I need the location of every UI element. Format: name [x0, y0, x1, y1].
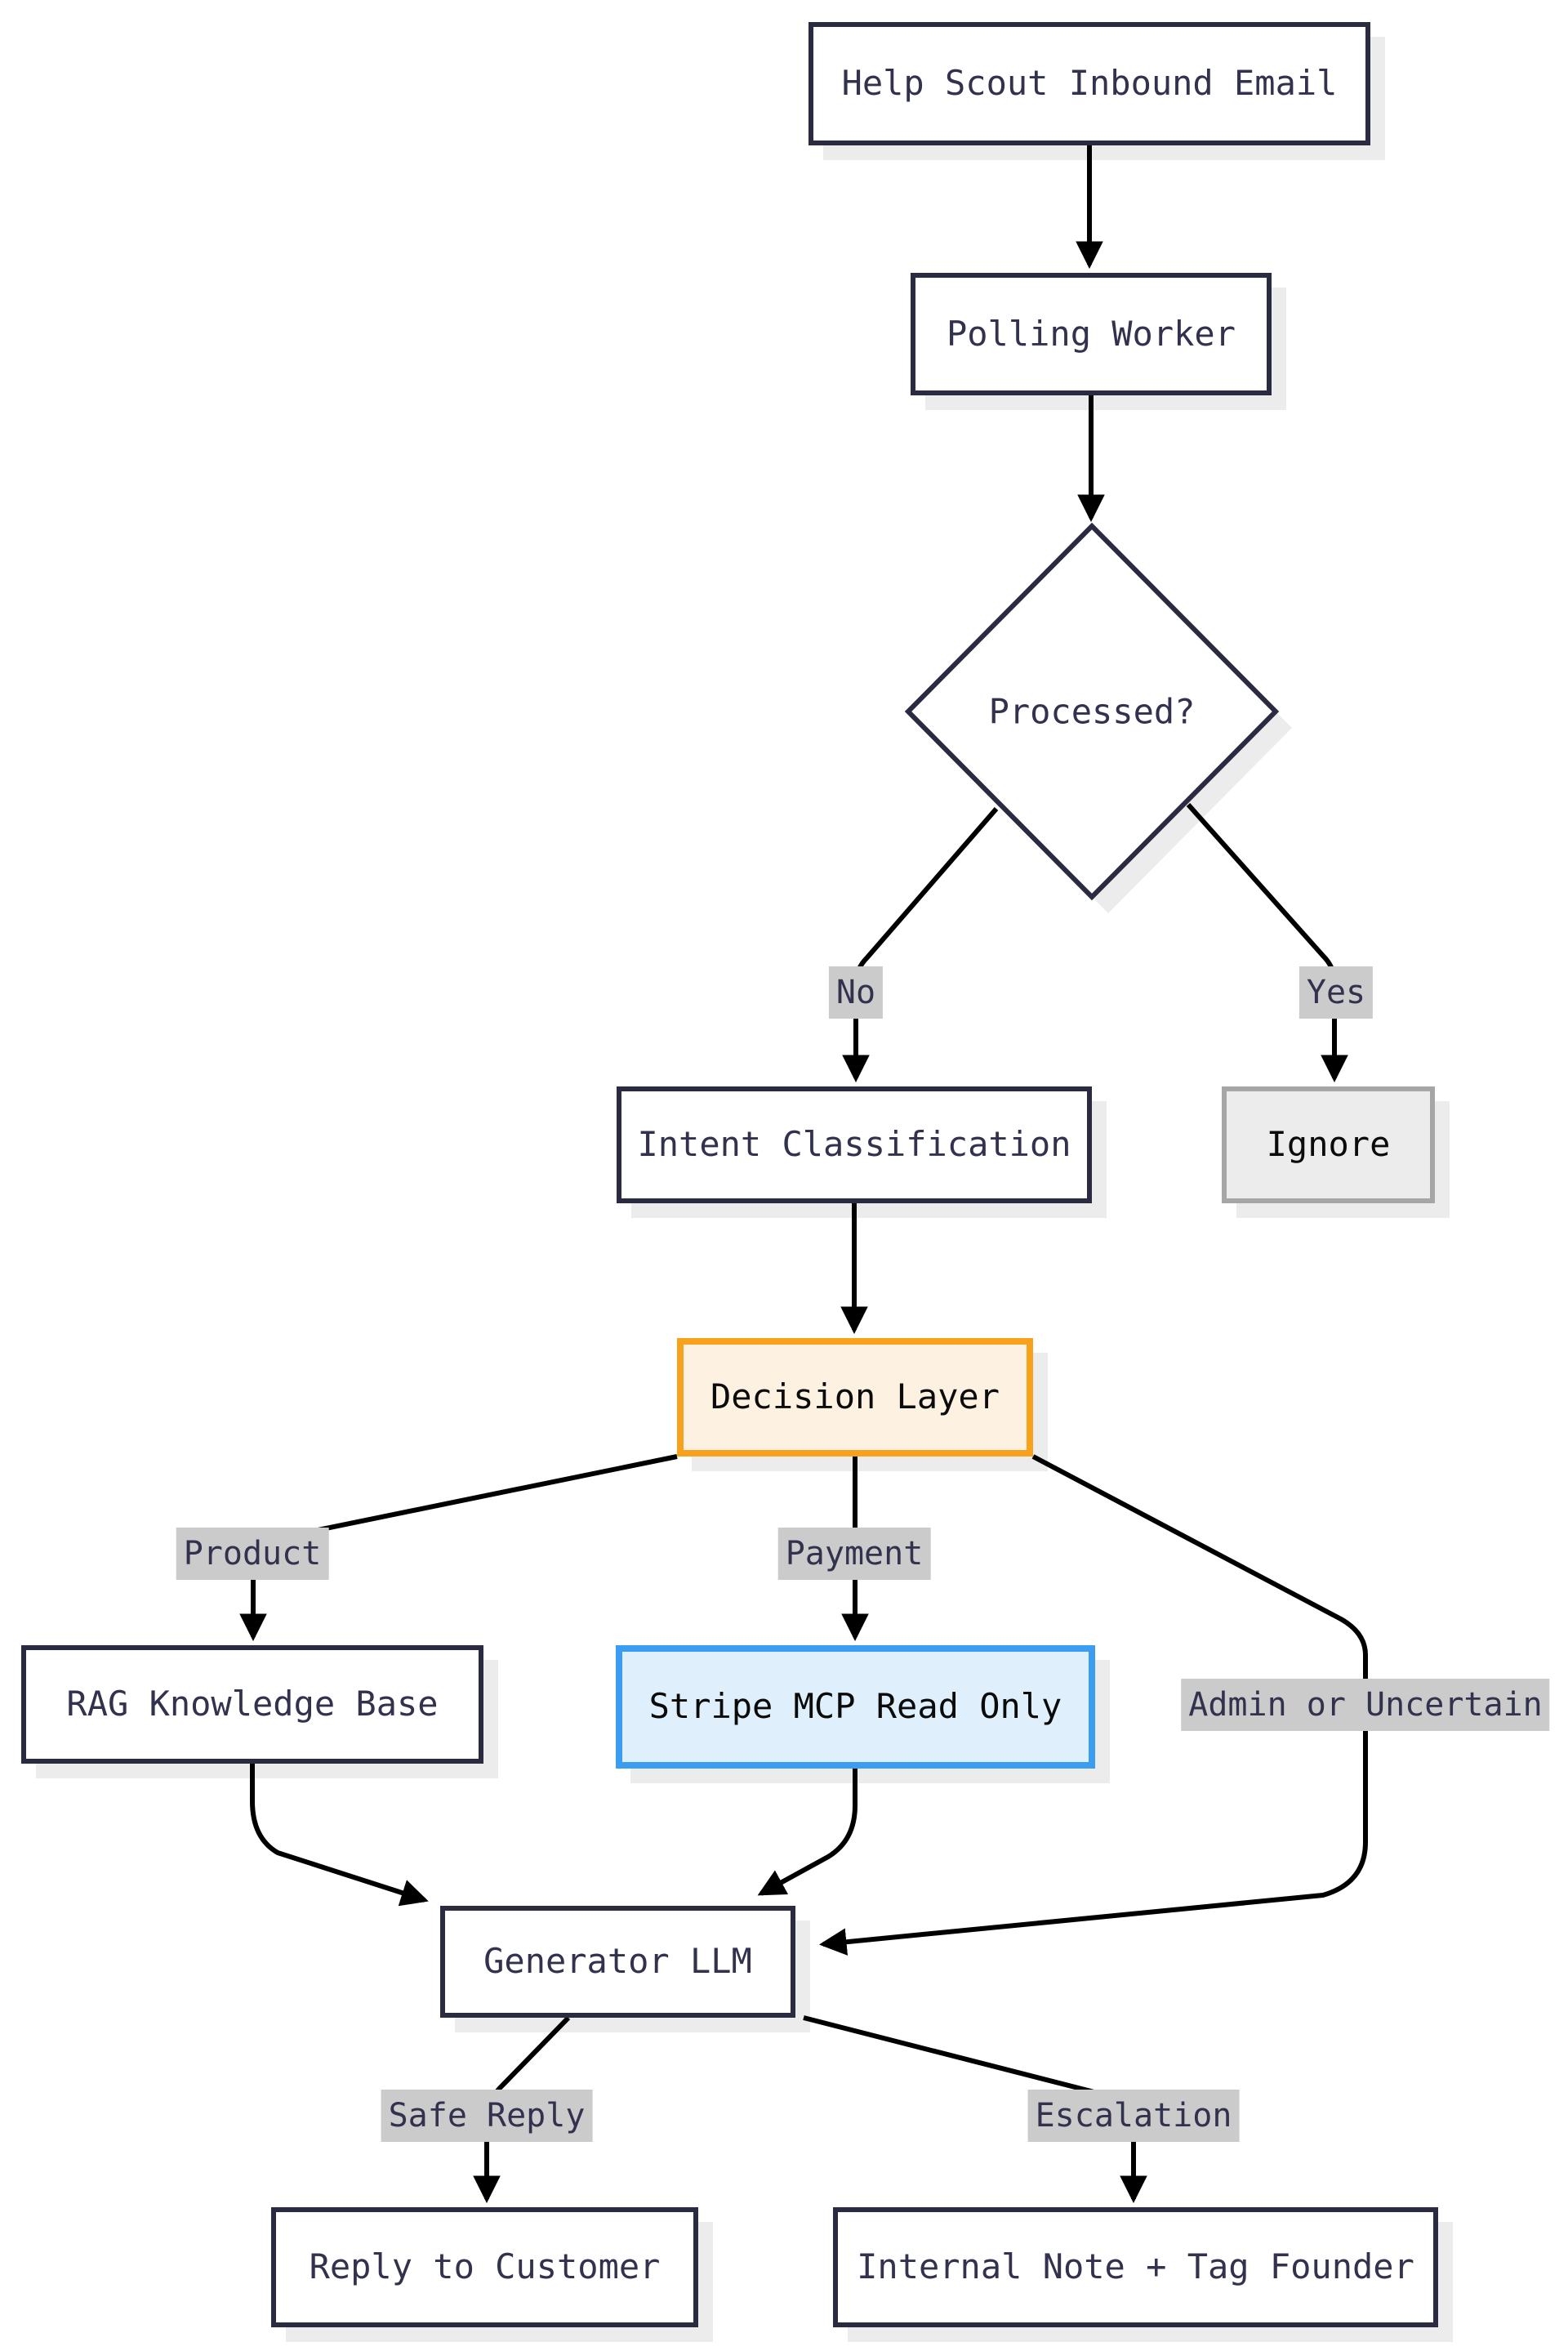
node-label: Polling Worker — [946, 313, 1236, 354]
node-decision-layer: Decision Layer — [677, 1338, 1033, 1457]
node-label: Help Scout Inbound Email — [841, 63, 1338, 104]
node-label: Decision Layer — [710, 1376, 1000, 1417]
edge-processed-yes-to-ignore — [1186, 803, 1348, 1083]
node-processed-decision-shape — [904, 522, 1280, 901]
edge-label-admin-or-uncertain: Admin or Uncertain — [1181, 1679, 1550, 1731]
node-label: Processed? — [988, 691, 1196, 732]
node-generator-llm: Generator LLM — [440, 1906, 795, 2018]
edge-decision-admin-to-generator — [818, 1454, 1368, 1956]
edge-label-payment: Payment — [777, 1528, 931, 1580]
edge-label-safe-reply: Safe Reply — [381, 2090, 593, 2142]
edge-label-no: No — [828, 966, 884, 1019]
node-internal-note-tag-founder: Internal Note + Tag Founder — [833, 2207, 1438, 2327]
node-label: Ignore — [1266, 1124, 1391, 1165]
edge-label-product: Product — [176, 1528, 329, 1580]
node-processed-label: Processed? — [989, 692, 1196, 732]
node-help-scout-inbound-email: Help Scout Inbound Email — [808, 22, 1370, 145]
edge-stripe-to-generator — [757, 1769, 858, 1896]
node-label: RAG Knowledge Base — [66, 1684, 439, 1724]
node-intent-classification: Intent Classification — [617, 1086, 1092, 1203]
node-polling-worker: Polling Worker — [911, 273, 1272, 395]
edge-label-escalation: Escalation — [1027, 2090, 1240, 2142]
node-label: Intent Classification — [637, 1124, 1071, 1165]
node-label: Reply to Customer — [309, 2246, 661, 2287]
node-label: Generator LLM — [483, 1941, 752, 1982]
node-reply-to-customer: Reply to Customer — [271, 2207, 698, 2327]
edge-processed-no-to-intent — [842, 807, 999, 1083]
edge-rag-to-generator — [250, 1764, 429, 1907]
node-label: Internal Note + Tag Founder — [857, 2246, 1414, 2287]
node-ignore: Ignore — [1222, 1086, 1435, 1203]
node-label: Stripe MCP Read Only — [648, 1686, 1062, 1727]
node-rag-knowledge-base: RAG Knowledge Base — [21, 1645, 483, 1764]
edge-label-yes: Yes — [1298, 966, 1374, 1019]
node-stripe-mcp-read-only: Stripe MCP Read Only — [616, 1645, 1095, 1769]
